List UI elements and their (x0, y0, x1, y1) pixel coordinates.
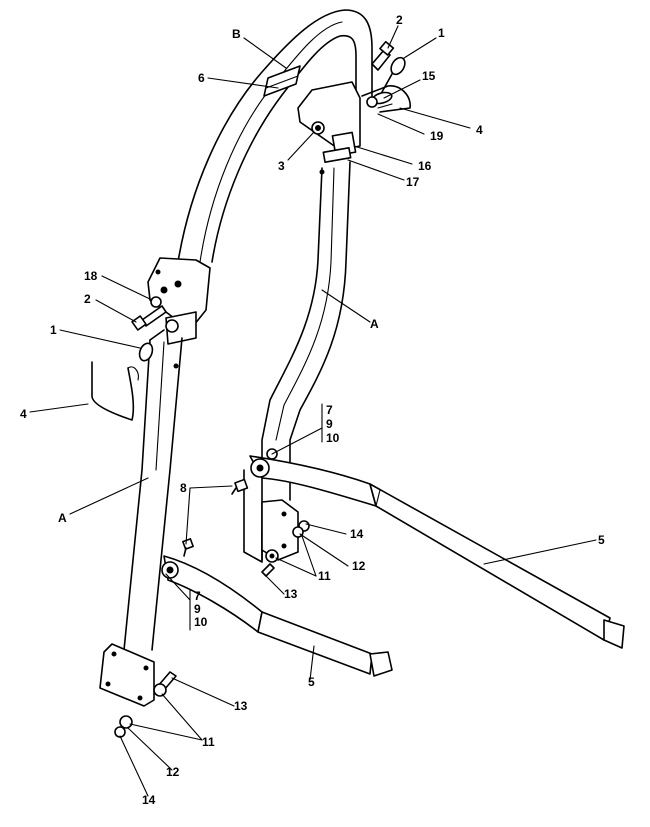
right-support-arm (249, 448, 625, 649)
hardware-right-lower (261, 520, 310, 577)
callout-16: 16 (418, 159, 432, 173)
callout-1-top: 1 (438, 26, 445, 40)
callout-19: 19 (430, 129, 444, 143)
bolt-2-top (371, 40, 395, 71)
decal-b (263, 65, 301, 97)
callout-18: 18 (84, 269, 98, 283)
callout-a-right: A (370, 317, 379, 331)
callout-14-left: 14 (142, 793, 156, 807)
callout-4-top: 4 (476, 123, 483, 137)
callout-labels: 2 1 B 6 15 4 19 3 16 17 18 2 A 1 4 7 9 1… (20, 13, 605, 807)
callout-7-left: 7 (194, 589, 201, 603)
callout-10-left: 10 (194, 615, 208, 629)
lynch-pin-1-top (381, 56, 406, 93)
callout-3: 3 (278, 159, 285, 173)
hitch-pin-4 (91, 361, 135, 421)
callout-a-left: A (58, 511, 67, 525)
hardware-left-upper (91, 296, 167, 421)
plate-17 (322, 147, 352, 163)
right-base-plate (261, 499, 299, 561)
callout-2-left: 2 (84, 292, 91, 306)
callout-5-left: 5 (308, 675, 315, 689)
washer-18 (150, 296, 162, 308)
left-upper-bracket (147, 257, 211, 345)
washer-12-left (119, 715, 133, 729)
callout-11-right: 11 (318, 569, 331, 583)
callout-17: 17 (406, 175, 420, 189)
callout-9-right: 9 (326, 417, 333, 431)
latch-assembly-top (361, 85, 411, 113)
callout-12-right: 12 (352, 559, 366, 573)
callout-12-left: 12 (166, 765, 180, 779)
lynch-pin-1-left (138, 342, 154, 362)
hardware-left-lower (114, 671, 177, 738)
callout-9-left: 9 (194, 602, 201, 616)
washer-11-left (153, 683, 167, 697)
callout-1-left: 1 (50, 323, 57, 337)
callout-11-left: 11 (202, 735, 215, 749)
right-leg-tube (243, 161, 351, 563)
callout-10-right: 10 (326, 431, 340, 445)
left-leg-tube (123, 337, 183, 651)
callout-14-right: 14 (350, 527, 364, 541)
callout-6: 6 (198, 71, 205, 85)
callout-b: B (232, 27, 241, 41)
leader-lines (29, 25, 597, 797)
callout-7-right: 7 (326, 403, 333, 417)
callout-13-right: 13 (284, 587, 298, 601)
left-base-plate (99, 643, 155, 707)
callout-5-right: 5 (598, 533, 605, 547)
bolt-8 (182, 478, 249, 557)
callout-15: 15 (422, 69, 436, 83)
left-support-arm (161, 555, 393, 677)
roll-bar-upper-hoop (177, 9, 373, 263)
callout-4-left: 4 (20, 407, 27, 421)
callout-2-top: 2 (396, 13, 403, 27)
callout-13-left: 13 (234, 699, 248, 713)
right-upper-bracket (297, 81, 361, 163)
callout-8: 8 (180, 481, 187, 495)
